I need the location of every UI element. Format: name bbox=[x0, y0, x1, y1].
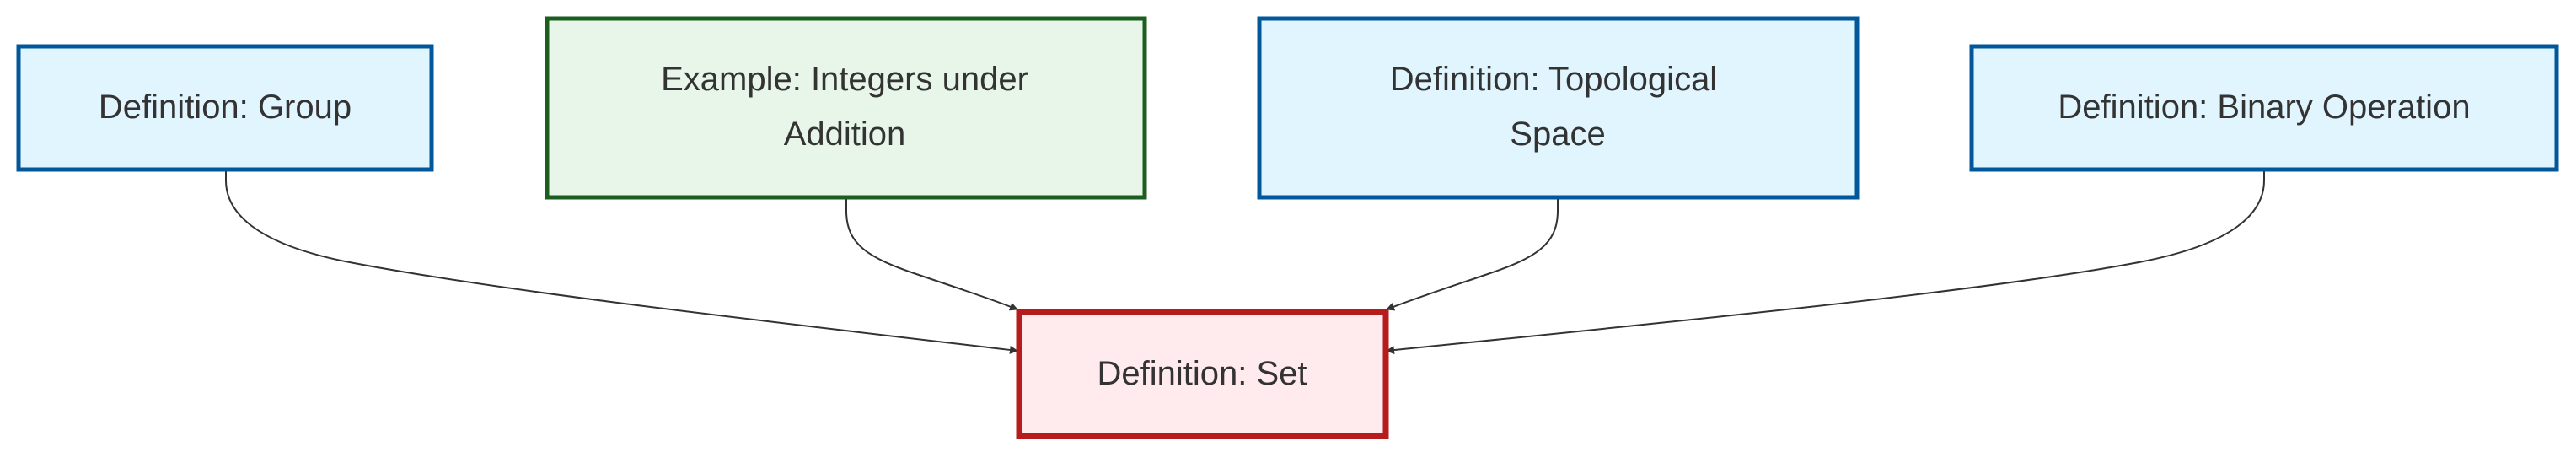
edge-group-to-set bbox=[225, 170, 1018, 354]
node-label-line-2: Addition bbox=[784, 116, 906, 153]
edge-binary-to-set bbox=[1386, 170, 2265, 355]
node-label: Definition: Set bbox=[1097, 355, 1307, 392]
node-definition-group[interactable]: Definition: Group bbox=[16, 44, 434, 172]
nodes: Definition: Group Example: Integers unde… bbox=[16, 16, 2559, 439]
node-label-line-1: Example: Integers under bbox=[661, 61, 1028, 98]
node-example-integers-under-addition[interactable]: Example: Integers under Addition bbox=[545, 16, 1147, 200]
node-definition-binary-operation[interactable]: Definition: Binary Operation bbox=[1969, 44, 2559, 172]
node-box bbox=[1969, 44, 2559, 172]
node-label-line-1: Definition: Topological bbox=[1390, 61, 1717, 98]
node-definition-topological-space[interactable]: Definition: Topological Space bbox=[1257, 16, 1860, 200]
node-box bbox=[545, 16, 1147, 200]
edges bbox=[225, 170, 2265, 355]
node-box bbox=[1016, 309, 1389, 439]
node-label: Definition: Group bbox=[99, 89, 352, 126]
edge-topological-to-set bbox=[1386, 199, 1559, 311]
node-box bbox=[1257, 16, 1860, 200]
node-box bbox=[16, 44, 434, 172]
node-definition-set[interactable]: Definition: Set bbox=[1016, 309, 1389, 439]
node-label: Definition: Binary Operation bbox=[2058, 89, 2470, 126]
node-label-line-2: Space bbox=[1510, 116, 1605, 153]
edge-integers-to-set bbox=[845, 199, 1018, 311]
